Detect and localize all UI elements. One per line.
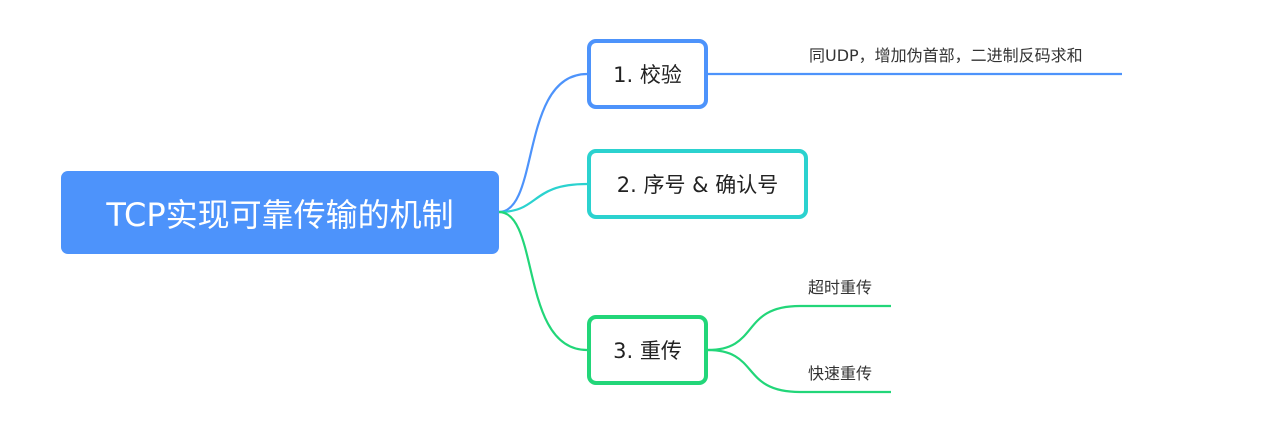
branch-topic-label: 1. 校验 [613,63,682,87]
connector-branch-3-to-leaf-1 [707,304,891,352]
leaf-topic-checksum-detail[interactable]: 同UDP，增加伪首部，二进制反码求和 [809,46,1083,65]
connector-root-to-branch-3 [498,210,588,352]
leaf-topic-fast-retransmission[interactable]: 快速重传 [808,364,873,383]
leaf-topic-timeout-retransmission[interactable]: 超时重传 [808,278,873,297]
connector-root-to-branch-2 [498,182,588,214]
branch-topic-label: 3. 重传 [613,339,682,363]
root-topic[interactable]: TCP实现可靠传输的机制 [61,171,499,254]
branch-topic-retransmission[interactable]: 3. 重传 [587,315,708,385]
connector-branch-3-to-leaf-2 [707,348,891,394]
connector-root-to-branch-1 [498,72,588,214]
branch-topic-label: 2. 序号 & 确认号 [616,173,779,197]
root-topic-label: TCP实现可靠传输的机制 [106,195,454,234]
branch-topic-checksum[interactable]: 1. 校验 [587,39,708,109]
branch-topic-sequence-ack[interactable]: 2. 序号 & 确认号 [587,149,808,219]
